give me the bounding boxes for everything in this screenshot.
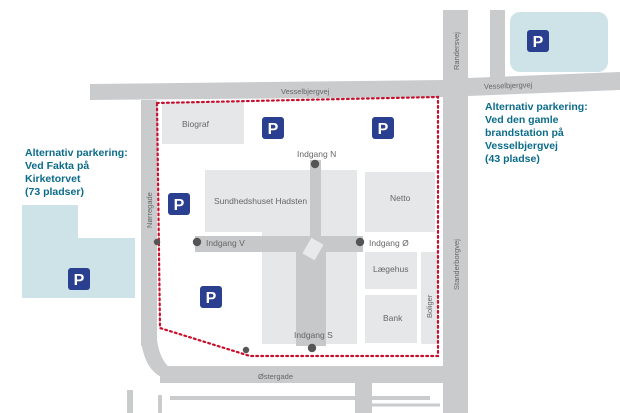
callout-left-line: Alternativ parkering: bbox=[25, 147, 128, 159]
callout-right-line: Alternativ parkering: bbox=[485, 101, 588, 113]
label-boliger: Boliger bbox=[425, 294, 434, 318]
roads bbox=[90, 10, 620, 413]
label-indgang-s: Indgang S bbox=[294, 330, 333, 340]
callout-right-line: brandstation på bbox=[485, 127, 564, 139]
building-laegehus bbox=[365, 252, 417, 289]
parking-sign-west: P bbox=[168, 193, 190, 215]
street-vesselbjergvej-right: Vesselbjergvej bbox=[484, 80, 533, 91]
svg-text:P: P bbox=[378, 121, 389, 138]
svg-text:P: P bbox=[206, 290, 217, 307]
building-netto bbox=[365, 172, 435, 232]
label-sundhedshuset: Sundhedshuset Hadsten bbox=[214, 196, 307, 206]
parking-lot-brandstation bbox=[510, 12, 608, 72]
parking-sign-brandstation: P bbox=[527, 30, 549, 52]
callout-left-line: Ved Fakta på bbox=[25, 160, 90, 172]
street-standerborgvej: Standerborgvej bbox=[452, 239, 461, 290]
svg-text:P: P bbox=[174, 197, 185, 214]
street-randersvej: Randersvej bbox=[452, 32, 461, 70]
building-bank bbox=[365, 295, 417, 343]
street-vesselbjergvej-top: Vesselbjergvej bbox=[281, 87, 330, 96]
label-bank: Bank bbox=[383, 313, 403, 323]
entrance-n-marker bbox=[310, 159, 320, 169]
road-vesselbjergvej-right bbox=[468, 72, 620, 96]
callout-right-line: (43 pladse) bbox=[485, 153, 540, 165]
street-norregade: Nørregade bbox=[145, 192, 154, 228]
label-laegehus: Lægehus bbox=[373, 264, 408, 274]
entrance-v-marker bbox=[192, 237, 202, 247]
label-indgang-v: Indgang V bbox=[206, 238, 245, 248]
parking-sign-northeast: P bbox=[372, 117, 394, 139]
road-randersvej bbox=[443, 10, 468, 413]
building-boliger bbox=[421, 252, 438, 344]
building-sundhedshuset bbox=[205, 170, 357, 232]
callout-left-line: Kirketorvet bbox=[25, 173, 81, 185]
gate-marker-south bbox=[242, 346, 250, 354]
callout-right-line: Ved den gamle bbox=[485, 114, 559, 126]
callout-alternative-parking-fakta: Alternativ parkering: Ved Fakta på Kirke… bbox=[25, 147, 128, 199]
callout-alternative-parking-brandstation: Alternativ parkering: Ved den gamle bran… bbox=[485, 101, 588, 166]
street-ostergade: Østergade bbox=[258, 372, 293, 381]
site-boundary bbox=[155, 95, 440, 358]
gate-marker-west bbox=[153, 238, 161, 246]
svg-text:P: P bbox=[74, 272, 85, 289]
parking-lot-fakta bbox=[22, 205, 135, 298]
callout-left-line: (73 pladser) bbox=[25, 186, 84, 198]
callout-right-line: Vesselbjergvej bbox=[485, 140, 558, 152]
parking-sign-biograf: P bbox=[262, 117, 284, 139]
road-ostergade bbox=[160, 366, 443, 383]
parking-sign-fakta: P bbox=[68, 268, 90, 290]
walkways bbox=[195, 160, 363, 346]
label-biograf: Biograf bbox=[182, 119, 210, 129]
entrance-markers bbox=[153, 159, 365, 354]
building-biograf bbox=[162, 102, 244, 144]
entrance-s-marker bbox=[307, 343, 317, 353]
svg-text:P: P bbox=[268, 121, 279, 138]
label-indgang-n: Indgang N bbox=[297, 149, 336, 159]
label-netto: Netto bbox=[390, 193, 411, 203]
label-indgang-o: Indgang Ø bbox=[369, 238, 409, 248]
entrance-o-marker bbox=[355, 237, 365, 247]
svg-text:P: P bbox=[533, 34, 544, 51]
road-norregade bbox=[141, 100, 157, 346]
parking-sign-southwest: P bbox=[200, 286, 222, 308]
road-vesselbjergvej-top bbox=[90, 80, 443, 100]
